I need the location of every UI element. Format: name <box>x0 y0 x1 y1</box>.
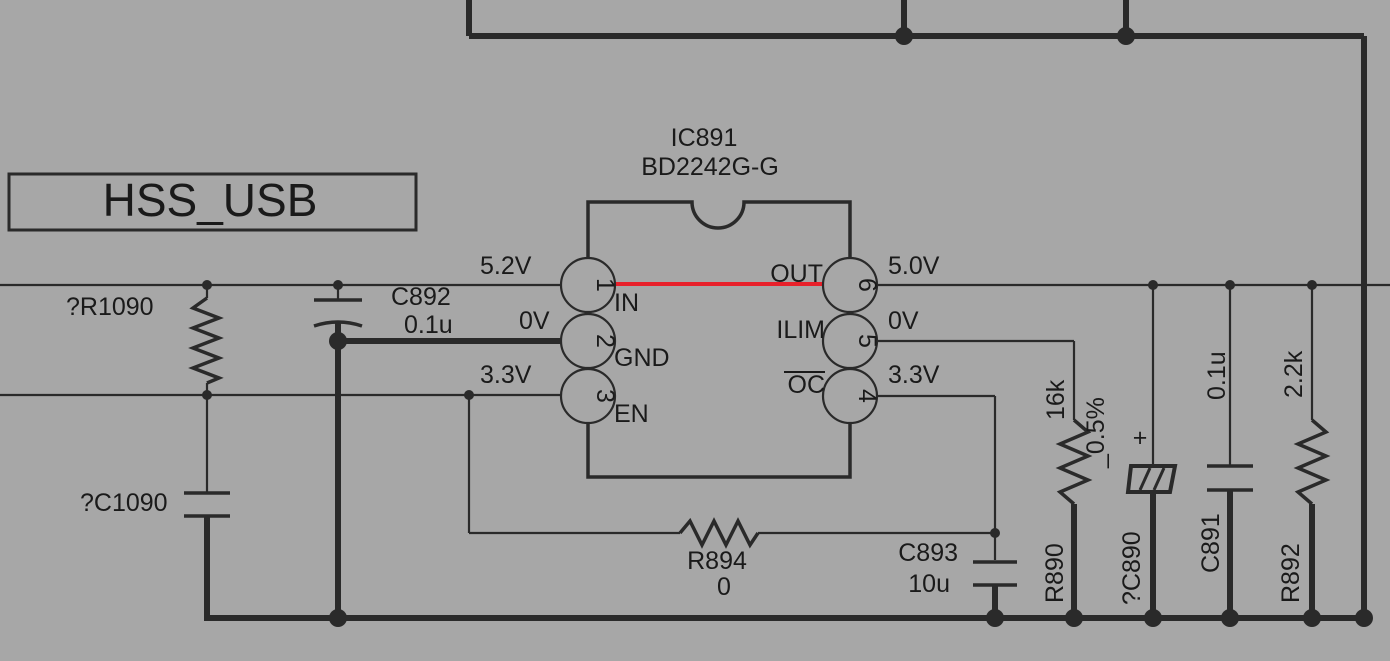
capacitor-c1090: ?C1090 <box>80 395 230 618</box>
pin-5-net: 0V <box>888 307 919 335</box>
output-nets <box>877 280 1390 560</box>
pin-4-name: OC <box>788 371 826 399</box>
c892-value: 0.1u <box>404 311 453 339</box>
title-box: HSS_USB <box>7 172 418 232</box>
c893-ref: C893 <box>898 539 958 567</box>
r892-value: 2.2k <box>1280 350 1308 398</box>
pin-4-net: 3.3V <box>888 361 940 389</box>
c890-polarity: + <box>1133 424 1148 452</box>
c892-ref: C892 <box>391 283 451 311</box>
capacitor-c892: C892 0.1u <box>313 283 453 618</box>
pin-3-name: EN <box>614 400 649 428</box>
c891-value: 0.1u <box>1203 351 1231 400</box>
r894-ref: R894 <box>687 547 747 575</box>
pin-1-number: 1 <box>591 278 619 292</box>
pin-1-net: 5.2V <box>480 252 532 280</box>
capacitor-c893: C893 10u <box>898 539 1017 618</box>
ic-pin-1: 1 IN 5.2V <box>480 252 639 317</box>
ic-pin-4: 4 OC 3.3V <box>784 361 940 425</box>
pin-5-name: ILIM <box>776 316 825 344</box>
ic-pin-5: 5 ILIM 0V <box>776 307 919 370</box>
r892-ref: R892 <box>1277 543 1305 603</box>
c890-ref: ?C890 <box>1118 531 1146 605</box>
capacitor-c890: + ?C890 <box>1118 285 1178 618</box>
r894-value: 0 <box>717 573 731 601</box>
title-box-text: HSS_USB <box>103 174 318 226</box>
pin-3-net: 3.3V <box>480 361 532 389</box>
c1090-ref: ?C1090 <box>80 489 168 517</box>
r890-tolerance: _0.5% <box>1082 397 1110 469</box>
ic-pin-3: 3 EN 3.3V <box>480 361 649 428</box>
resistor-r1090: ?R1090 <box>66 285 224 395</box>
top-bus <box>466 0 1367 618</box>
pin-6-number: 6 <box>853 278 881 292</box>
ic-part: BD2242G-G <box>641 153 779 181</box>
pin-2-name: GND <box>614 344 670 372</box>
ic-body: IC891 BD2242G-G <box>586 124 852 479</box>
pin-6-net: 5.0V <box>888 252 940 280</box>
ic-pin-6: 6 OUT 5.0V <box>770 252 940 314</box>
resistor-r890: 16k _0.5% R890 <box>1041 379 1110 618</box>
r890-ref: R890 <box>1041 543 1069 603</box>
pin-3-number: 3 <box>591 389 619 403</box>
pin-1-name: IN <box>614 289 639 317</box>
ic-pin-2: 2 GND 0V <box>519 307 670 372</box>
r1090-ref: ?R1090 <box>66 293 154 321</box>
r890-value: 16k <box>1042 379 1070 420</box>
c891-ref: C891 <box>1197 513 1225 573</box>
pin-4-number: 4 <box>853 389 881 403</box>
ic-ref: IC891 <box>671 124 738 152</box>
pin-6-name: OUT <box>770 260 823 288</box>
pin-5-number: 5 <box>853 334 881 348</box>
input-nets <box>0 280 562 400</box>
pin-2-net: 0V <box>519 307 550 335</box>
resistor-r892: 2.2k R892 <box>1277 285 1331 618</box>
resistor-r894: R894 0 <box>467 395 995 601</box>
capacitor-c891: 0.1u C891 <box>1197 285 1253 618</box>
pin-2-number: 2 <box>591 334 619 348</box>
c893-value: 10u <box>908 570 950 598</box>
